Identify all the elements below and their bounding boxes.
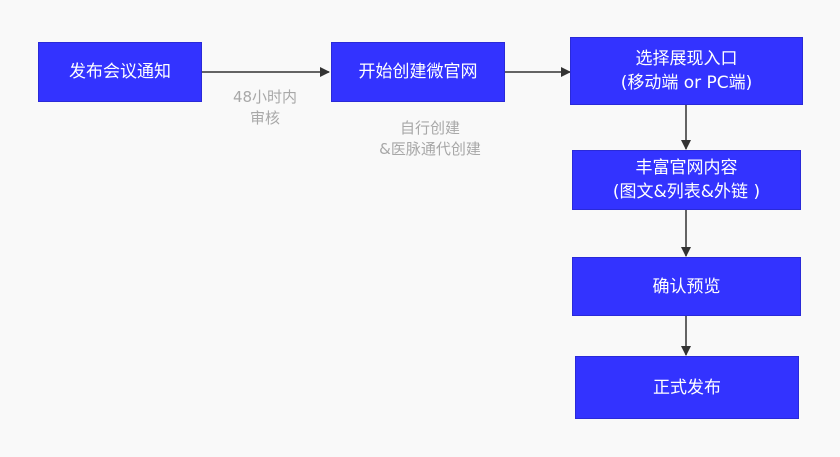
node-enrich-content-line1: 丰富官网内容: [635, 158, 738, 178]
node-official-publish-label: 正式发布: [653, 377, 721, 398]
edge-label-review-line2: 审核: [249, 109, 280, 127]
node-publish-notice-label: 发布会议通知: [69, 62, 171, 82]
node-choose-entry-line1: 选择展现入口: [635, 49, 738, 69]
node-choose-entry-line2: (移动端 or PC端): [620, 73, 753, 93]
edge-label-build-options-line1: 自行创建: [399, 119, 460, 137]
node-enrich-content: 丰富官网内容 (图文&列表&外链 ): [572, 150, 801, 210]
node-start-build-label: 开始创建微官网: [358, 62, 478, 82]
edge-label-review-line1: 48小时内: [232, 88, 298, 106]
node-confirm-preview-label: 确认预览: [652, 276, 721, 297]
node-enrich-content-line2: (图文&列表&外链 ): [612, 182, 761, 202]
edge-label-build-options-line2: &医脉通代创建: [379, 140, 481, 158]
edge-label-review: 48小时内 审核: [205, 87, 325, 129]
node-confirm-preview: 确认预览: [572, 257, 801, 316]
node-start-build: 开始创建微官网: [331, 42, 505, 102]
edge-label-build-options: 自行创建 &医脉通代创建: [350, 118, 510, 160]
node-choose-entry: 选择展现入口 (移动端 or PC端): [570, 37, 803, 105]
node-official-publish: 正式发布: [575, 356, 799, 419]
node-publish-notice: 发布会议通知: [38, 42, 202, 102]
